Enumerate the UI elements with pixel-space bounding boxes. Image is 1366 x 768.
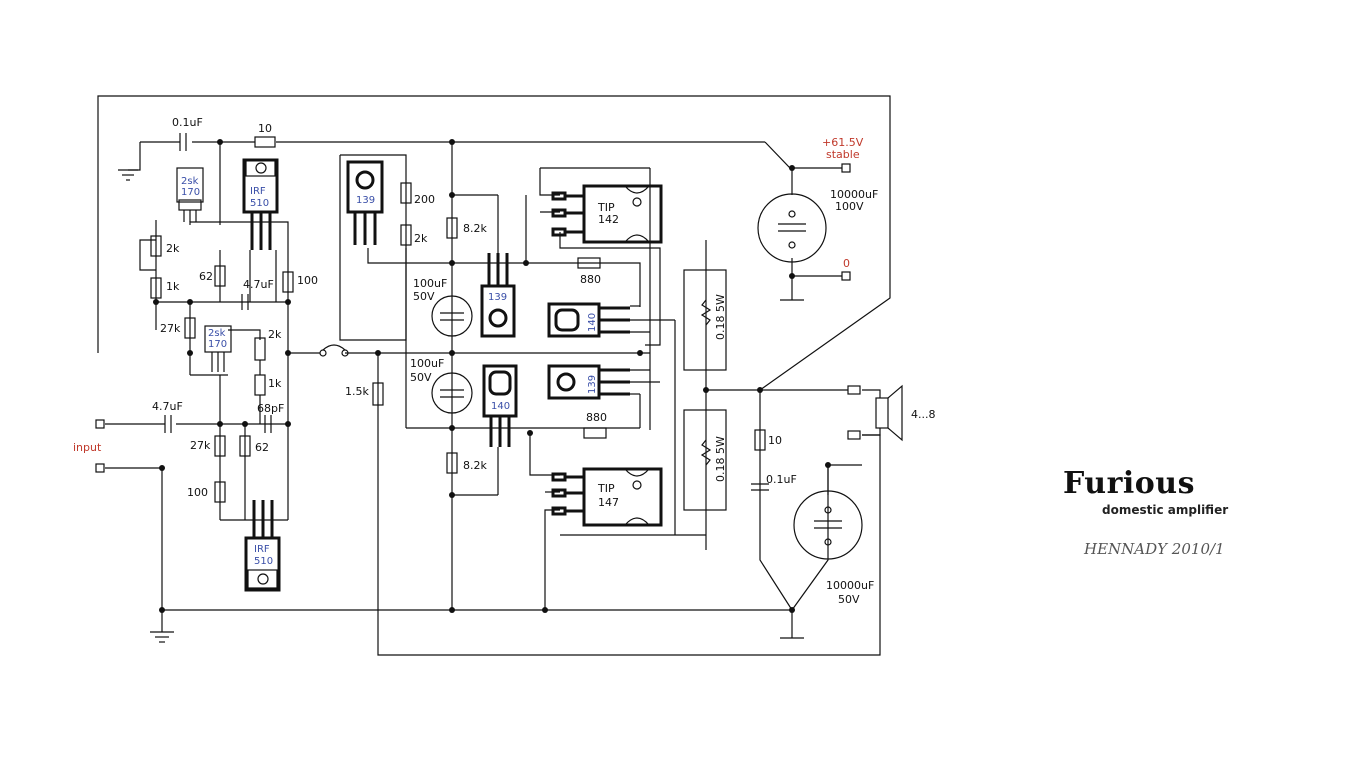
jfet-mid-label-a: 2sk [208, 328, 226, 339]
label-c68pf: 68pF [257, 402, 284, 415]
label-r27k-b: 27k [190, 439, 211, 452]
irf-top-label-a: IRF [250, 186, 266, 197]
junction-dots [153, 139, 831, 613]
jfet-top-label-b: 170 [181, 187, 200, 198]
label-supply-stable: stable [826, 148, 860, 161]
label-r2k-b: 2k [268, 328, 282, 341]
label-cap-bot-value: 10000uF [826, 579, 874, 592]
label-r82k-a: 8.2k [463, 222, 487, 235]
label-zero: 0 [843, 257, 850, 270]
q140-mid-label: 140 [491, 401, 510, 412]
q139-right-label: 139 [587, 375, 598, 394]
author-line: HENNADY 2010/1 [1084, 540, 1225, 558]
irf-bot-label-a: IRF [254, 544, 270, 555]
tip142-label-a: TIP [597, 201, 615, 214]
wiring [97, 95, 891, 656]
label-r100-a: 100 [297, 274, 318, 287]
brand-title: Furious [1063, 466, 1195, 501]
speaker-icon [862, 384, 903, 442]
label-r880-a: 880 [580, 273, 601, 286]
label-r82k-b: 8.2k [463, 459, 487, 472]
jfet-top-label-a: 2sk [181, 176, 199, 187]
ground-symbols [118, 169, 804, 643]
label-r2k-a: 2k [166, 242, 180, 255]
label-r10-zobel: 10 [768, 434, 782, 447]
label-cap-top-volt: 100V [835, 200, 864, 213]
tip147-label-a: TIP [597, 482, 615, 495]
tip142-label-b: 142 [598, 213, 619, 226]
label-r2k-c: 2k [414, 232, 428, 245]
label-r880-b: 880 [586, 411, 607, 424]
label-c01uf: 0.1uF [172, 116, 203, 129]
label-c47-a: 4.7uF [243, 278, 274, 291]
label-c47-in: 4.7uF [152, 400, 183, 413]
tip147-label-b: 147 [598, 496, 619, 509]
label-c100uf-a: 100uF [413, 277, 447, 290]
label-r100-b: 100 [187, 486, 208, 499]
irf-bot-label-b: 510 [254, 556, 273, 567]
label-r62-b: 62 [255, 441, 269, 454]
q140-right-label: 140 [587, 313, 598, 332]
label-r62-a: 62 [199, 270, 213, 283]
irf-top-label-b: 510 [250, 198, 269, 209]
label-r1k-b: 1k [268, 377, 282, 390]
label-r200: 200 [414, 193, 435, 206]
label-cap-bot-volt: 50V [838, 593, 860, 606]
label-c50v-b: 50V [410, 371, 432, 384]
label-r018-b: 0.18 5W [714, 436, 727, 482]
q139-top-label: 139 [356, 195, 375, 206]
capacitors [164, 133, 769, 491]
label-c-zobel: 0.1uF [766, 473, 797, 486]
label-r10: 10 [258, 122, 272, 135]
electrolytics [431, 193, 863, 560]
label-input: input [73, 441, 102, 454]
resistors [150, 136, 766, 511]
value-labels: 0.1uF 10 +61.5V stable 10000uF 100V 0 2k… [73, 116, 936, 606]
jfet-mid-label-b: 170 [208, 339, 227, 350]
label-r27k-a: 27k [160, 322, 181, 335]
q139-mid-label: 139 [488, 292, 507, 303]
label-supply-plus: +61.5V [822, 136, 864, 149]
label-r15k: 1.5k [345, 385, 369, 398]
brand-subtitle: domestic amplifier [1102, 503, 1229, 517]
label-r1k-a: 1k [166, 280, 180, 293]
terminals [95, 163, 861, 473]
label-r018-a: 0.18 5W [714, 294, 727, 340]
label-cap-top-value: 10000uF [830, 188, 878, 201]
transistors [176, 158, 663, 592]
label-speaker-imp: 4...8 [911, 408, 936, 421]
label-c50v-a: 50V [413, 290, 435, 303]
label-c100uf-b: 100uF [410, 357, 444, 370]
part-labels: 2sk 170 2sk 170 IRF 510 IRF 510 139 139 … [181, 176, 619, 567]
